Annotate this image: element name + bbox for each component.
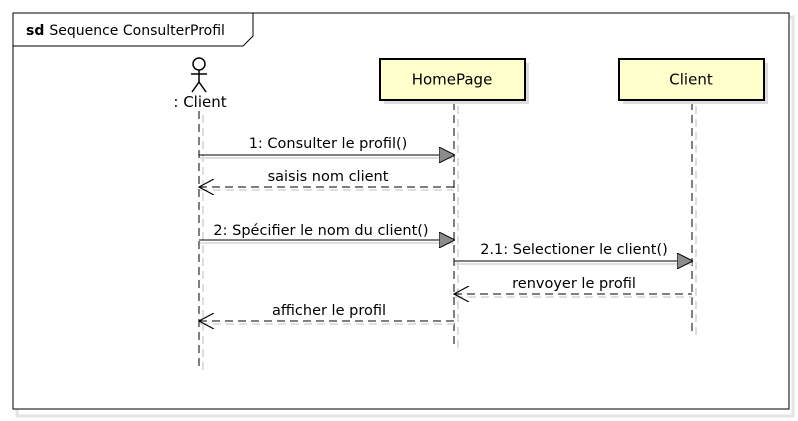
client-label: Client [669,71,713,89]
message-2-1-label: 2.1: Selectioner le client() [480,242,668,258]
message-2-label: 2: Spécifier le nom du client() [213,223,428,239]
actor-left-leg [191,81,200,93]
frame-keyword: sd [26,23,44,39]
reply-3-label: afficher le profil [272,303,386,319]
frame-name: Sequence ConsulterProfil [49,23,225,39]
reply-1-label: saisis nom client [268,169,389,185]
homepage-label: HomePage [412,71,493,89]
frame-title-tab [12,12,254,47]
reply-2-label: renvoyer le profil [512,276,636,292]
actor-label: : Client [173,93,226,111]
actor-right-leg [198,81,207,93]
actor-figure [191,57,207,93]
homepage-box [379,58,526,101]
frame-title: sd Sequence ConsulterProfil [26,23,225,39]
message-1-label: 1: Consulter le profil() [249,136,408,152]
actor-head [192,57,206,71]
client-box [618,58,765,101]
